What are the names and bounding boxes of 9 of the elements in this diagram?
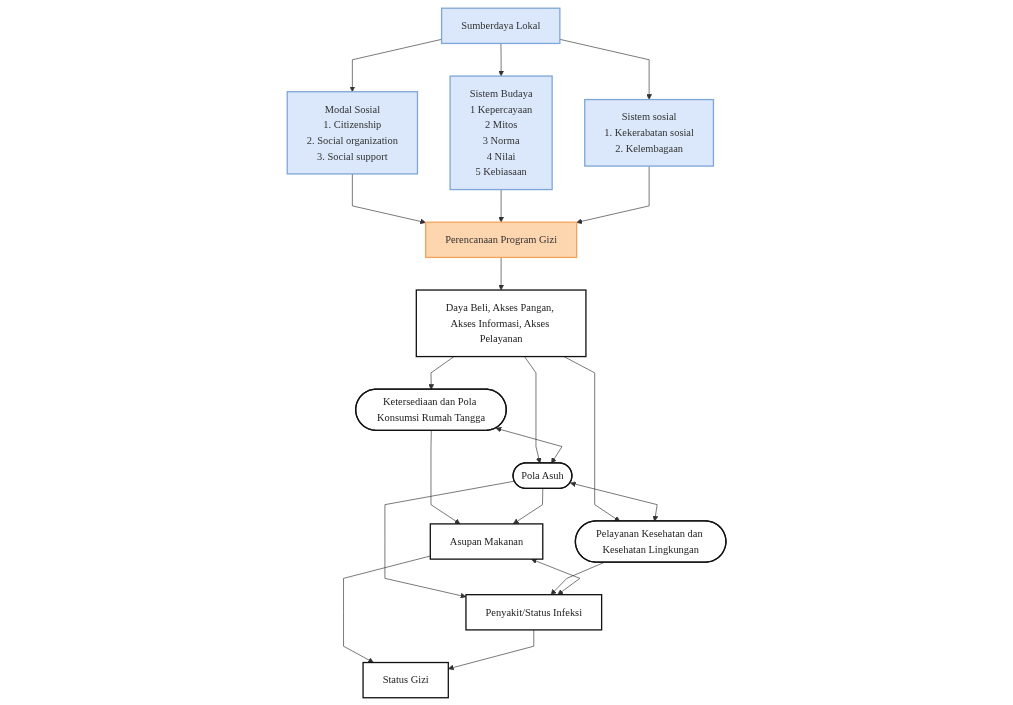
node-box: Sistem sosial 1. Kekerabatan sosial 2. Kelembagaan [584,98,715,167]
node-box: Penyakit/Status Infeksi [465,593,603,631]
node-box: Daya Beli, Akses Pangan, Akses Informasi, Akses Pelayanan [415,288,587,357]
node-box: Sumberdaya Lokal [440,7,561,44]
node-box: Asupan Makanan [429,522,544,560]
node-box: Modal Sosial 1. Citizenship 2. Social organization 3. Social support [286,90,419,175]
node-box: Sistem Budaya 1 Kepercayaan 2 Mitos 3 Norma 4 Nilai 5 Kebiasaan [449,74,553,190]
node-box: Perencanaan Program Gizi [424,221,578,258]
node-box: Status Gizi [362,661,449,698]
